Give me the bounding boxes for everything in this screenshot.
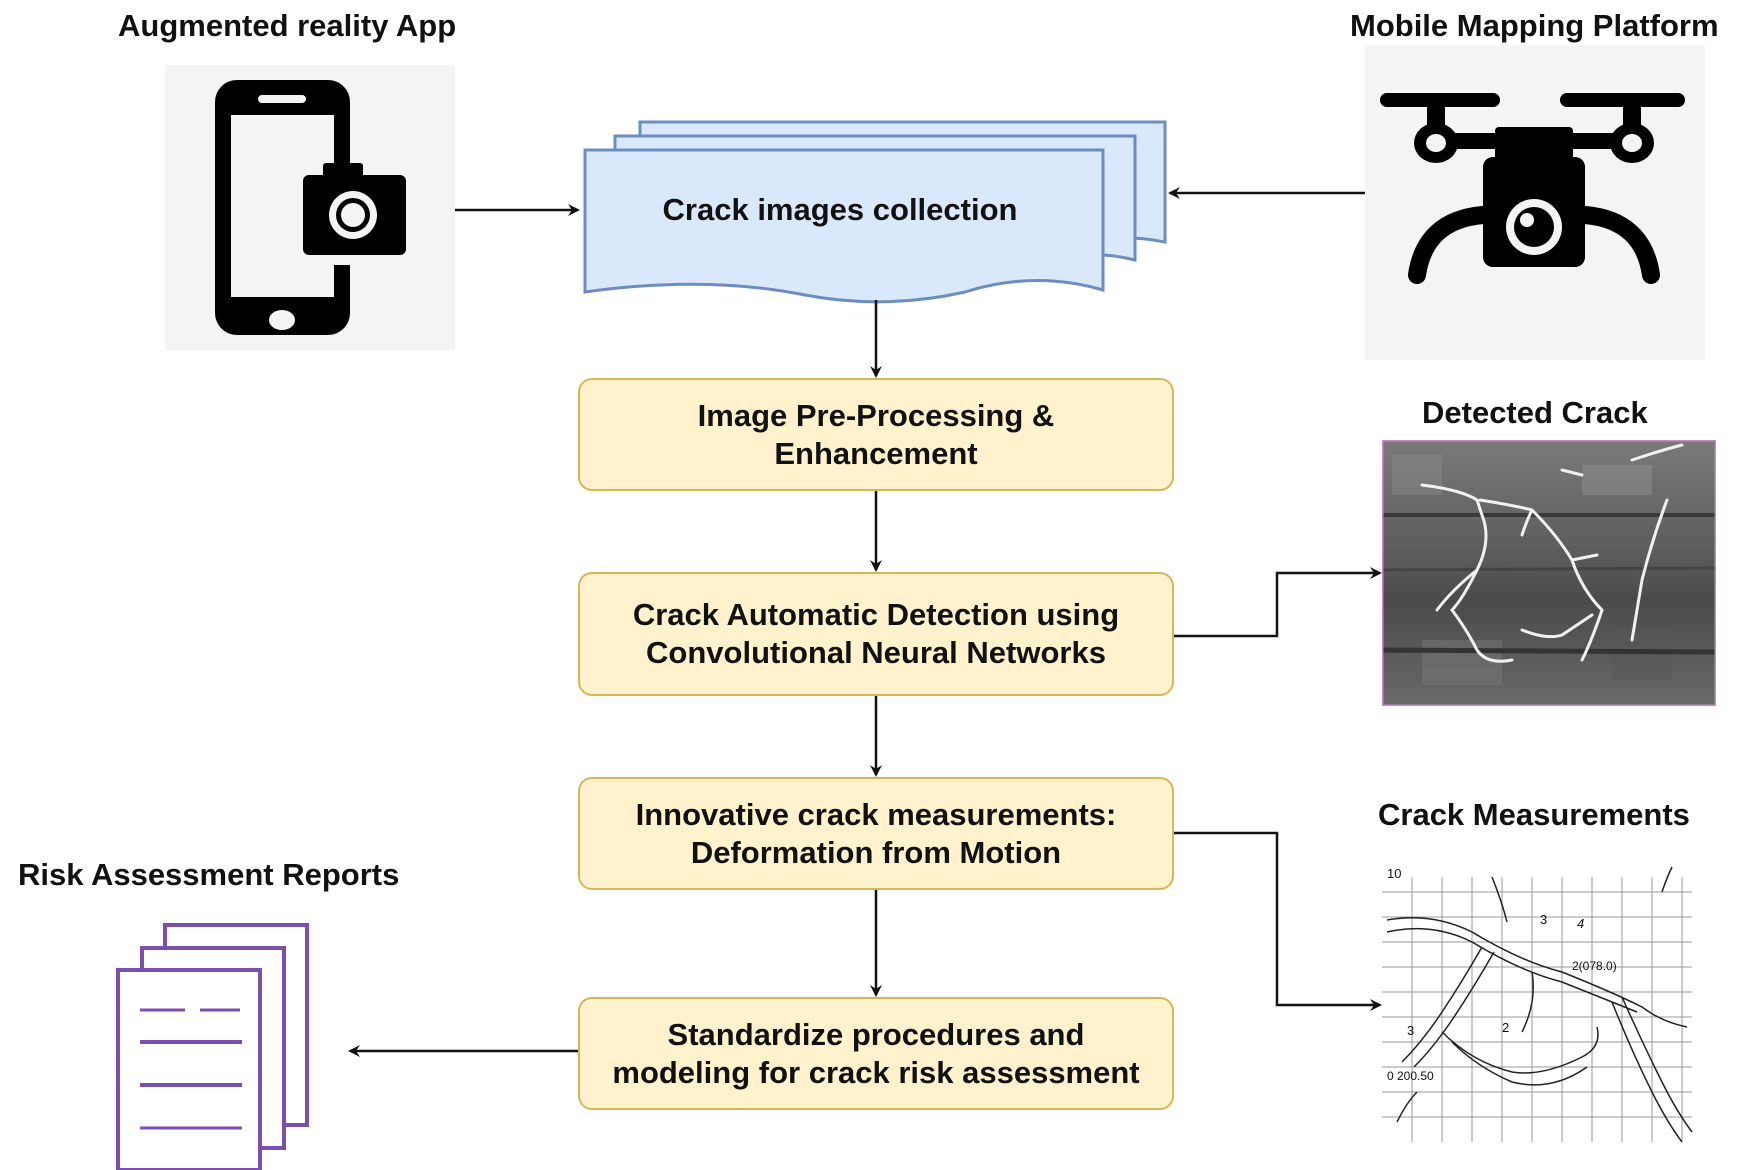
report-documents-icon [116, 923, 309, 1170]
step-1-line-1: Image Pre-Processing & [697, 397, 1055, 433]
step-3-line-1: Innovative crack measurements: [635, 796, 1117, 832]
annotation-3: 3 [1407, 1023, 1414, 1038]
annotation-2: 4 [1577, 916, 1584, 931]
crack-measurements-title: Crack Measurements [1378, 797, 1690, 832]
annotation-1: 3 [1540, 912, 1547, 927]
annotation-6: 0 200.50 [1387, 1069, 1434, 1083]
detected-crack-image [1382, 440, 1716, 706]
collection-label: Crack images collection [662, 192, 1018, 227]
measurement-corner-mark: 10 [1387, 866, 1401, 881]
camera-drone-icon [1380, 93, 1685, 284]
reports-title: Risk Assessment Reports [18, 857, 400, 892]
step-risk-modeling: Standardize procedures and modeling for … [578, 997, 1174, 1110]
collection-stacked-documents [583, 120, 1167, 304]
detected-crack-title: Detected Crack [1422, 395, 1648, 430]
mobile-platform-title: Mobile Mapping Platform [1350, 8, 1719, 43]
smartphone-camera-icon [215, 80, 416, 335]
step-2-line-1: Crack Automatic Detection using [632, 597, 1120, 632]
step-measurements: Innovative crack measurements: Deformati… [578, 777, 1174, 890]
annotation-4: 2 [1502, 1020, 1509, 1035]
step-1-line-2: Enhancement [774, 435, 978, 471]
arrow-detection-to-image [1174, 567, 1382, 638]
arrow-measurements-to-drawing [1174, 831, 1382, 1011]
step-4-line-1: Standardize procedures and [667, 1016, 1085, 1052]
annotation-5: 2(078.0) [1572, 959, 1617, 973]
ar-app-title: Augmented reality App [118, 8, 457, 43]
step-preprocessing: Image Pre-Processing & Enhancement [578, 378, 1174, 491]
crack-measurements-drawing: 10 3 4 3 2 2(078.0) 0 200.50 [1382, 862, 1702, 1147]
step-3-line-2: Deformation from Motion [690, 834, 1062, 870]
step-4-line-2: modeling for crack risk assessment [612, 1054, 1140, 1090]
step-detection: Crack Automatic Detection using Convolut… [578, 572, 1174, 696]
step-2-line-2: Convolutional Neural Networks [646, 635, 1106, 670]
